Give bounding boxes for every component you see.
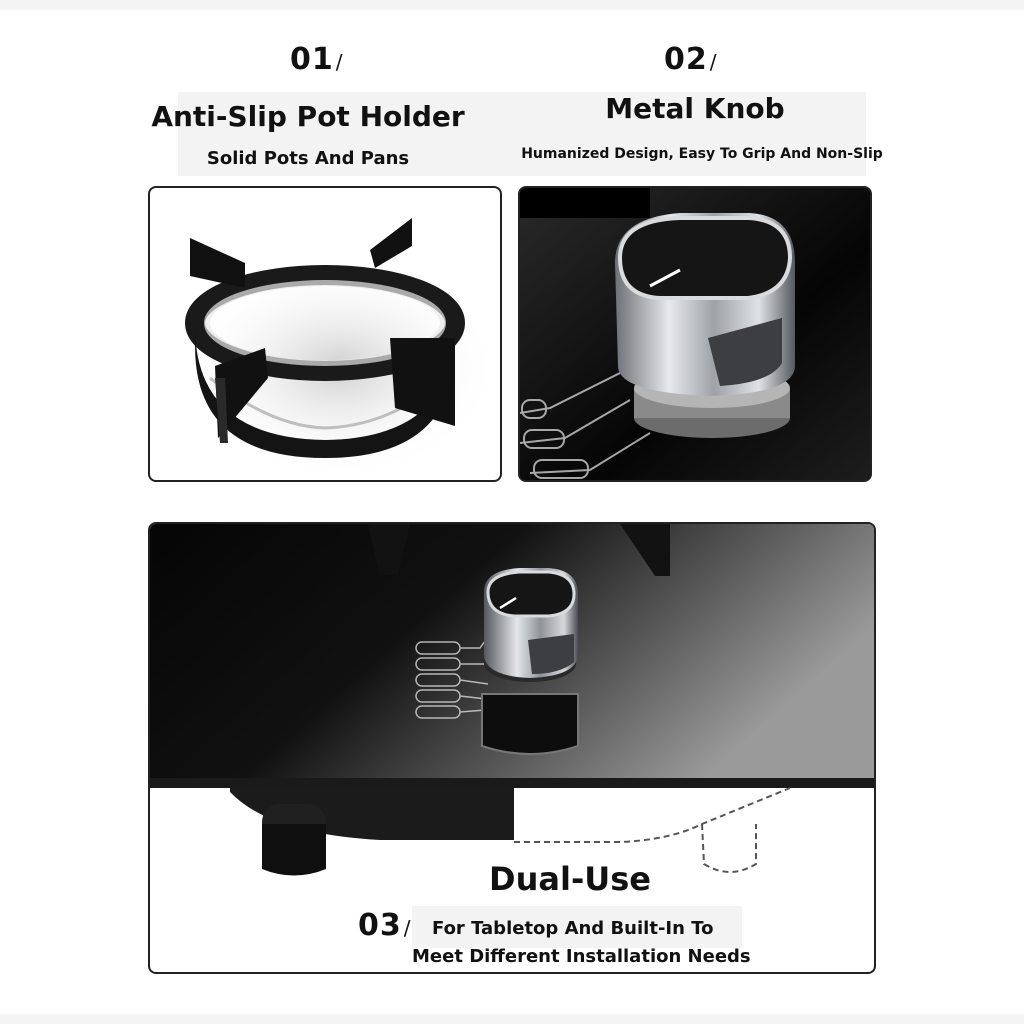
feature1-number: 01: [290, 42, 334, 77]
pot-holder-image: [180, 218, 500, 478]
feature3-band: [412, 906, 742, 948]
feature2-number: 02: [664, 42, 708, 77]
bottom-strip: [0, 1014, 1024, 1024]
feature2-subtitle: Humanized Design, Easy To Grip And Non-S…: [521, 146, 883, 162]
metal-knob-panel: [518, 186, 872, 482]
feature3-slash: /: [403, 916, 412, 940]
feature3-number-wrap: 03/: [358, 908, 412, 943]
feature3-subtitle-line1: For Tabletop And Built-In To: [432, 918, 714, 939]
feature2-band: [500, 92, 866, 176]
top-strip: [0, 0, 1024, 10]
feature1-number-wrap: 01/: [290, 42, 344, 77]
feature3-subtitle-line2: Meet Different Installation Needs: [412, 946, 751, 967]
feature1-band: [178, 92, 500, 176]
stove-glass-image: [150, 524, 874, 876]
feature2-title: Metal Knob: [605, 92, 785, 125]
feature1-subtitle: Solid Pots And Pans: [206, 148, 410, 169]
feature2-slash: /: [709, 50, 718, 74]
feature1-title: Anti-Slip Pot Holder: [151, 100, 465, 133]
feature3-title: Dual-Use: [489, 860, 651, 898]
metal-knob-image: [520, 188, 870, 480]
dual-use-panel: [148, 522, 876, 974]
feature2-number-wrap: 02/: [664, 42, 718, 77]
pot-holder-panel: [148, 186, 502, 482]
feature3-number: 03: [358, 908, 402, 943]
feature1-slash: /: [335, 50, 344, 74]
